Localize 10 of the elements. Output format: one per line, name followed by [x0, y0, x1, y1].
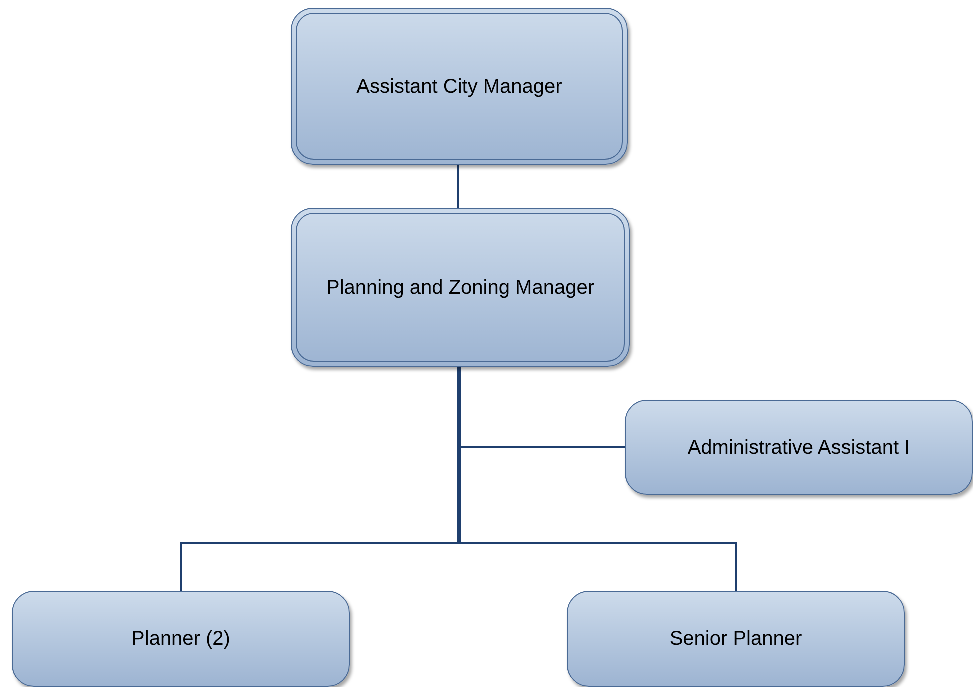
position-box — [291, 208, 630, 367]
position-title: Administrative Assistant I — [688, 436, 910, 460]
position-box — [567, 591, 905, 687]
position-title: Planner (2) — [132, 627, 230, 652]
position-title: Assistant City Manager — [356, 74, 562, 100]
position-box — [12, 591, 350, 687]
position-box — [625, 400, 973, 495]
position-title: Senior Planner — [670, 627, 802, 652]
position-title: Planning and Zoning Manager — [326, 276, 594, 300]
position-box — [291, 8, 628, 165]
